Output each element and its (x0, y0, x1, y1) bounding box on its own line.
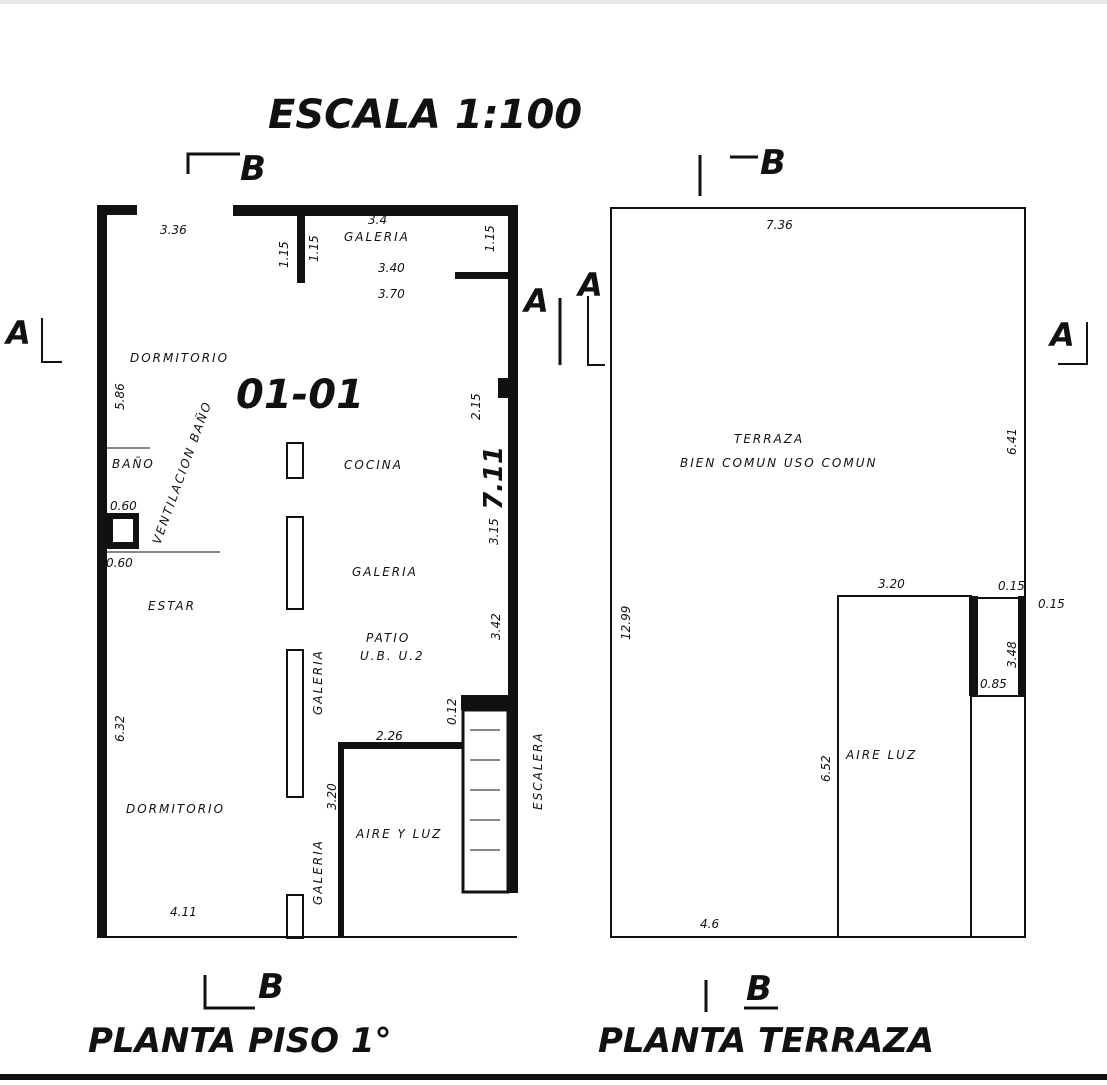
dim-060b: 0.60 (106, 556, 133, 570)
dim-336: 3.36 (160, 223, 187, 237)
dim-115a: 1.15 (277, 241, 291, 268)
section-b-bottom-right-arrow (704, 980, 778, 1012)
section-b-bottom-left-arrow (203, 975, 255, 1010)
dim-115c: 1.15 (483, 225, 497, 252)
section-b-top-left: B (240, 149, 266, 189)
room-cocina: COCINA (344, 458, 403, 472)
dim-652: 6.52 (819, 755, 833, 782)
dim-315: 3.15 (487, 518, 501, 545)
galeria-partition (297, 205, 305, 283)
room-estar: ESTAR (148, 599, 196, 613)
dim-320: 3.20 (325, 783, 339, 810)
dim-342: 3.42 (489, 613, 503, 640)
section-a-far-left: A (3, 314, 31, 352)
room-terraza: TERRAZA (734, 432, 804, 446)
galeria-ledge (455, 272, 510, 279)
section-b-bottom-right: B (746, 969, 772, 1009)
dim-015a: 0.15 (998, 579, 1025, 593)
aire-luz-box (837, 595, 972, 938)
room-aire-luz: AIRE Y LUZ (355, 827, 442, 841)
unit-id: 01-01 (236, 372, 364, 418)
section-a-far-right: A (1047, 316, 1075, 354)
dim-115b: 1.15 (307, 235, 321, 262)
stair-top (461, 695, 510, 710)
bottom-border (0, 1074, 1107, 1080)
room-patio-sub: U.B. U.2 (360, 649, 425, 663)
dim-34: 3.4 (368, 213, 387, 227)
section-b-top-left-arrow (186, 152, 240, 174)
patio-wall-top (340, 742, 464, 749)
dim-586: 5.86 (113, 383, 127, 410)
partition-1 (286, 516, 304, 610)
room-dormitorio-bottom: DORMITORIO (126, 802, 225, 816)
dim-226: 2.26 (376, 729, 403, 743)
room-bano: BAÑO (112, 456, 155, 471)
room-galeria-top: GALERIA (344, 230, 410, 244)
patio-wall-left (338, 742, 344, 938)
right-wall (508, 205, 518, 893)
floor-plan-first-floor: GALERIA DORMITORIO 01-01 BAÑO VENTILACIO… (88, 205, 545, 1061)
room-bien-comun: BIEN COMUN USO COMUN (680, 456, 878, 470)
top-wall-right (233, 205, 518, 216)
room-ventilacion: VENTILACION BAÑO (149, 398, 215, 546)
section-a-mid-right: A (575, 266, 603, 304)
dim-46: 4.6 (700, 917, 719, 931)
dim-411: 4.11 (170, 905, 197, 919)
room-aire-luz-terrace: AIRE LUZ (845, 748, 917, 762)
section-a-mid-left: A (521, 282, 549, 320)
dim-012: 0.12 (445, 698, 459, 725)
room-galeria-mid: GALERIA (352, 565, 418, 579)
partition-2 (286, 649, 304, 798)
column-1 (286, 442, 304, 479)
dim-320-terrace: 3.20 (878, 577, 905, 591)
first-floor-title: PLANTA PISO 1° (88, 1021, 392, 1061)
terrace-stair-wall-right (1018, 596, 1026, 696)
room-galeria-side: GALERIA (311, 649, 325, 715)
dim-1299: 12.99 (619, 606, 633, 640)
dim-632: 6.32 (113, 715, 127, 742)
section-a-mid-right-arrow (587, 296, 605, 366)
room-galeria-bottom: GALERIA (311, 839, 325, 905)
terrace-outline (610, 207, 1026, 938)
room-patio: PATIO (366, 631, 410, 645)
section-b-bottom-left: B (258, 967, 284, 1007)
terrace-stair-wall-left (969, 596, 978, 696)
floor-plan-terrace: TERRAZA BIEN COMUN USO COMUN AIRE LUZ 7.… (598, 207, 1065, 1061)
dim-348: 3.48 (1005, 641, 1019, 668)
dim-015b: 0.15 (1038, 597, 1065, 611)
section-b-top-right-arrow (698, 155, 758, 196)
stair-box (461, 708, 510, 894)
partition-3 (286, 894, 304, 939)
section-a-far-right-arrow (1058, 322, 1088, 365)
section-b-top-right: B (760, 143, 786, 183)
dim-215: 2.15 (469, 393, 483, 420)
terrace-title: PLANTA TERRAZA (598, 1021, 934, 1061)
room-dormitorio-top: DORMITORIO (130, 351, 229, 365)
dim-711: 7.11 (479, 446, 509, 510)
vent-mark (498, 378, 508, 398)
dim-370: 3.70 (378, 287, 405, 301)
bano-shaft (113, 519, 133, 542)
room-escalera: ESCALERA (531, 731, 545, 810)
section-markers: B B B B A A A A (3, 143, 1088, 1012)
section-a-far-left-arrow (41, 318, 62, 363)
dim-340: 3.40 (378, 261, 405, 275)
dim-736: 7.36 (766, 218, 793, 232)
top-border (0, 0, 1107, 4)
dim-060a: 0.60 (110, 499, 137, 513)
dim-085: 0.85 (980, 677, 1007, 691)
scale-title: ESCALA 1:100 (268, 92, 582, 138)
dim-641: 6.41 (1005, 428, 1019, 455)
left-wall (97, 205, 107, 938)
top-wall-left (97, 205, 137, 215)
